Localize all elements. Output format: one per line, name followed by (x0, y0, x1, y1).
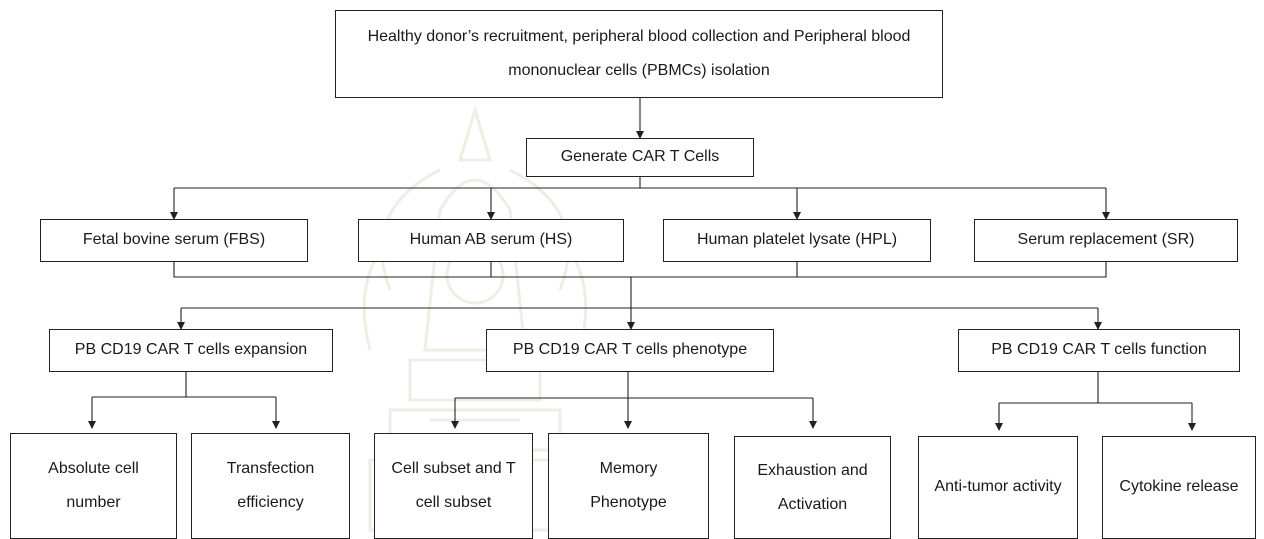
node-sr: Serum replacement (SR) (974, 219, 1238, 262)
node-phenotype: PB CD19 CAR T cells phenotype (486, 329, 774, 372)
node-transfection-efficiency: Transfection efficiency (191, 433, 350, 539)
node-function-label: PB CD19 CAR T cells function (991, 341, 1207, 359)
node-expansion: PB CD19 CAR T cells expansion (49, 329, 333, 372)
node-generate-car-t-label: Generate CAR T Cells (560, 148, 720, 166)
node-hpl: Human platelet lysate (HPL) (663, 219, 931, 262)
node-donor-recruitment: Healthy donor’s recruitment, peripheral … (335, 10, 943, 98)
node-absolute-cell-number: Absolute cell number (10, 433, 177, 539)
node-donor-recruitment-label: Healthy donor’s recruitment, peripheral … (367, 28, 911, 79)
node-cytokine-release: Cytokine release (1102, 436, 1256, 539)
node-anti-tumor-activity-label: Anti-tumor activity (934, 478, 1062, 496)
node-hs: Human AB serum (HS) (358, 219, 624, 262)
node-cytokine-release-label: Cytokine release (1119, 478, 1239, 496)
connector-expansion-bus (92, 372, 276, 398)
node-exhaustion-activation: Exhaustion and Activation (734, 436, 891, 539)
node-cell-subset: Cell subset and T cell subset (374, 433, 533, 539)
connector-function-bus (999, 372, 1192, 404)
node-transfection-efficiency-label: Transfection efficiency (226, 460, 315, 511)
connector-phenotype-bus (455, 372, 813, 399)
node-cell-subset-label: Cell subset and T cell subset (391, 460, 516, 511)
connector-generate-bus (174, 177, 1106, 189)
node-fbs-label: Fetal bovine serum (FBS) (82, 231, 266, 249)
node-fbs: Fetal bovine serum (FBS) (40, 219, 308, 262)
node-hs-label: Human AB serum (HS) (409, 231, 573, 249)
node-exhaustion-activation-label: Exhaustion and Activation (757, 461, 868, 513)
node-anti-tumor-activity: Anti-tumor activity (918, 436, 1078, 539)
node-memory-phenotype-label: Memory Phenotype (590, 460, 667, 511)
node-sr-label: Serum replacement (SR) (1017, 231, 1195, 249)
node-phenotype-label: PB CD19 CAR T cells phenotype (512, 341, 748, 359)
node-memory-phenotype: Memory Phenotype (548, 433, 709, 539)
node-hpl-label: Human platelet lysate (HPL) (696, 231, 898, 249)
node-expansion-label: PB CD19 CAR T cells expansion (74, 341, 308, 359)
node-function: PB CD19 CAR T cells function (958, 329, 1240, 372)
connector-serum-merge (173, 262, 1107, 308)
node-generate-car-t: Generate CAR T Cells (526, 138, 754, 177)
node-absolute-cell-number-label: Absolute cell number (48, 460, 139, 511)
